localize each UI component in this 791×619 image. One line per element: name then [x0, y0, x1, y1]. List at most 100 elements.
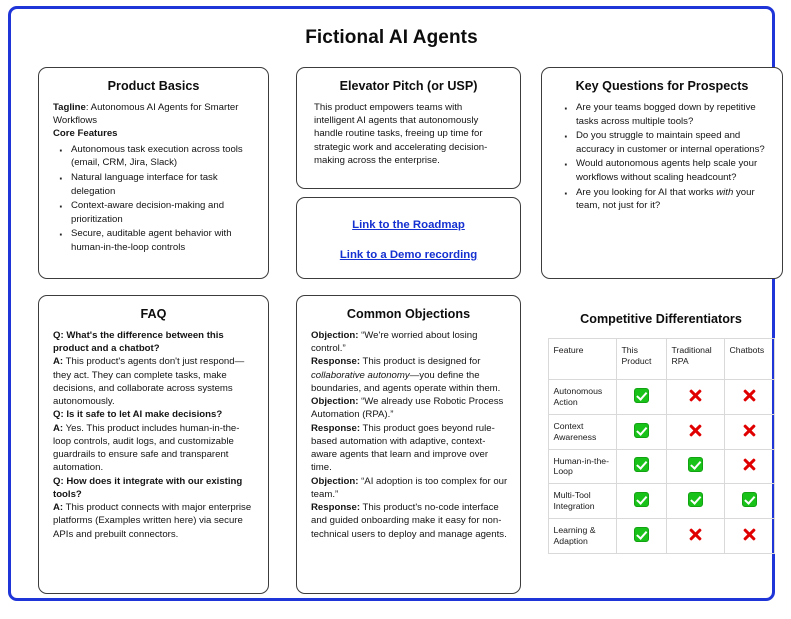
- check-yes-icon: [633, 457, 649, 473]
- cell-traditional-rpa: [665, 518, 725, 554]
- column-header-feature: Feature: [547, 338, 617, 380]
- check-yes-icon: [687, 457, 703, 473]
- cross-no-icon: [743, 458, 756, 471]
- cell-chatbots: [723, 518, 775, 554]
- card-key-questions: Key Questions for Prospects Are your tea…: [541, 67, 783, 279]
- cross-no-icon: [689, 389, 702, 402]
- cell-traditional-rpa: [665, 483, 725, 519]
- cross-no-icon: [689, 424, 702, 437]
- cell-this-product: [615, 413, 667, 450]
- response-part-1: This product's no-code interface and gui…: [311, 502, 507, 540]
- list-item: Autonomous task execution across tools (…: [59, 142, 257, 170]
- cross-no-icon: [689, 528, 702, 541]
- objection-label: Objection:: [311, 330, 359, 341]
- cell-this-product: [615, 379, 667, 415]
- faq-q-text: Is it safe to let AI make decisions?: [63, 409, 223, 421]
- card-elevator-pitch: Elevator Pitch (or USP) This product emp…: [296, 67, 521, 189]
- table-row: Context Awareness: [547, 413, 775, 450]
- response-text: Response: This product goes beyond rule-…: [311, 422, 509, 475]
- cell-feature: Context Awareness: [547, 413, 617, 450]
- question-part-2: your team, not just for it?: [576, 186, 755, 212]
- list-item: Do you struggle to maintain speed and ac…: [564, 128, 772, 156]
- cell-feature: Multi-Tool Integration: [547, 483, 617, 519]
- response-label: Response:: [311, 502, 361, 514]
- link-row-roadmap: Link to the Roadmap: [297, 215, 520, 233]
- card-body-faq: Q: What's the difference between this pr…: [39, 329, 268, 549]
- cell-chatbots: [723, 483, 775, 519]
- faq-q-text: How does it integrate with our existing …: [53, 475, 243, 500]
- objection-quote: “We already use Robotic Process Automati…: [311, 396, 504, 421]
- faq-answer: A: Yes. This product includes human-in-t…: [53, 422, 257, 475]
- cell-feature: Human-in-the-Loop: [547, 448, 617, 485]
- cell-traditional-rpa: [665, 379, 725, 415]
- list-item: Secure, auditable agent behavior with hu…: [59, 226, 257, 254]
- cross-no-icon: [743, 389, 756, 402]
- cross-no-icon: [743, 528, 756, 541]
- response-part-1: This product is designed for: [360, 356, 481, 368]
- faq-a-label: A:: [53, 502, 64, 514]
- faq-q-label: Q:: [53, 409, 64, 421]
- table-row: Learning & Adaption: [547, 518, 775, 554]
- check-yes-icon: [633, 492, 649, 508]
- link-demo-recording[interactable]: Link to a Demo recording: [339, 249, 478, 261]
- card-body-common-objections: Objection: “We're worried about losing c…: [297, 329, 520, 549]
- faq-question: Q: How does it integrate with our existi…: [53, 475, 257, 501]
- cell-chatbots: [723, 448, 775, 485]
- cell-traditional-rpa: [665, 448, 725, 485]
- response-text: Response: This product's no-code interfa…: [311, 501, 509, 541]
- faq-question: Q: What's the difference between this pr…: [53, 329, 257, 355]
- page-frame: Fictional AI Agents Product Basics Tagli…: [8, 6, 783, 601]
- question-part-1: Are you looking for AI that works: [576, 186, 717, 198]
- faq-answer: A: This product connects with major ente…: [53, 501, 257, 541]
- table-row: Multi-Tool Integration: [547, 483, 775, 519]
- objection-text: Objection: “We already use Robotic Proce…: [311, 395, 509, 421]
- card-body-elevator-pitch: This product empowers teams with intelli…: [297, 101, 520, 167]
- key-questions-list: Are your teams bogged down by repetitive…: [558, 100, 772, 213]
- faq-a-text: This product connects with major enterpr…: [53, 502, 252, 540]
- cross-no-icon: [743, 424, 756, 437]
- card-title-elevator-pitch: Elevator Pitch (or USP): [339, 79, 478, 93]
- response-emphasis: collaborative autonomy: [311, 369, 410, 381]
- list-item: Are your teams bogged down by repetitive…: [564, 100, 772, 128]
- cell-this-product: [615, 518, 667, 554]
- cell-traditional-rpa: [665, 413, 725, 450]
- objection-quote: “We're worried about losing control.”: [311, 330, 478, 355]
- tagline: Tagline: Autonomous AI Agents for Smarte…: [53, 101, 257, 127]
- faq-a-text: This product's agents don't just respond…: [53, 356, 245, 408]
- response-part-2: —you define the boundaries, and agents o…: [311, 369, 501, 394]
- response-label: Response:: [311, 422, 361, 434]
- faq-question: Q: Is it safe to let AI make decisions?: [53, 408, 257, 421]
- objection-label: Objection:: [311, 475, 359, 487]
- link-roadmap[interactable]: Link to the Roadmap: [352, 219, 465, 231]
- cell-this-product: [615, 448, 667, 485]
- faq-a-label: A:: [53, 356, 64, 368]
- cell-this-product: [615, 483, 667, 519]
- page-title: Fictional AI Agents: [305, 27, 478, 48]
- card-links: Link to the Roadmap Link to a Demo recor…: [296, 197, 521, 279]
- check-yes-icon: [687, 492, 703, 508]
- list-item: Would autonomous agents help scale your …: [564, 156, 772, 184]
- tagline-label: Tagline: [53, 102, 86, 113]
- cell-feature: Learning & Adaption: [547, 518, 617, 554]
- elevator-pitch-text: This product empowers teams with intelli…: [314, 102, 488, 166]
- column-header-chatbots: Chatbots: [723, 338, 775, 380]
- cell-feature: Autonomous Action: [547, 379, 617, 415]
- faq-a-label: A:: [53, 422, 64, 434]
- faq-q-label: Q:: [53, 330, 64, 341]
- differentiators-title: Competitive Differentiators: [580, 312, 742, 326]
- cell-chatbots: [723, 379, 775, 415]
- card-common-objections: Common Objections Objection: “We're worr…: [296, 295, 521, 594]
- card-title-common-objections: Common Objections: [346, 307, 471, 321]
- check-yes-icon: [633, 526, 649, 542]
- core-features-heading: Core Features: [53, 128, 118, 140]
- response-text: Response: This product is designed for c…: [311, 355, 509, 395]
- faq-a-text: Yes. This product includes human-in-the-…: [53, 422, 240, 474]
- check-yes-icon: [741, 492, 757, 508]
- card-body-product-basics: Tagline: Autonomous AI Agents for Smarte…: [39, 101, 268, 264]
- table-row: Autonomous Action: [547, 379, 775, 415]
- column-header-this-product: This Product: [615, 338, 667, 380]
- card-title-faq: FAQ: [140, 307, 167, 321]
- table-row: Human-in-the-Loop: [547, 448, 775, 485]
- core-features-list: Autonomous task execution across tools (…: [53, 142, 257, 255]
